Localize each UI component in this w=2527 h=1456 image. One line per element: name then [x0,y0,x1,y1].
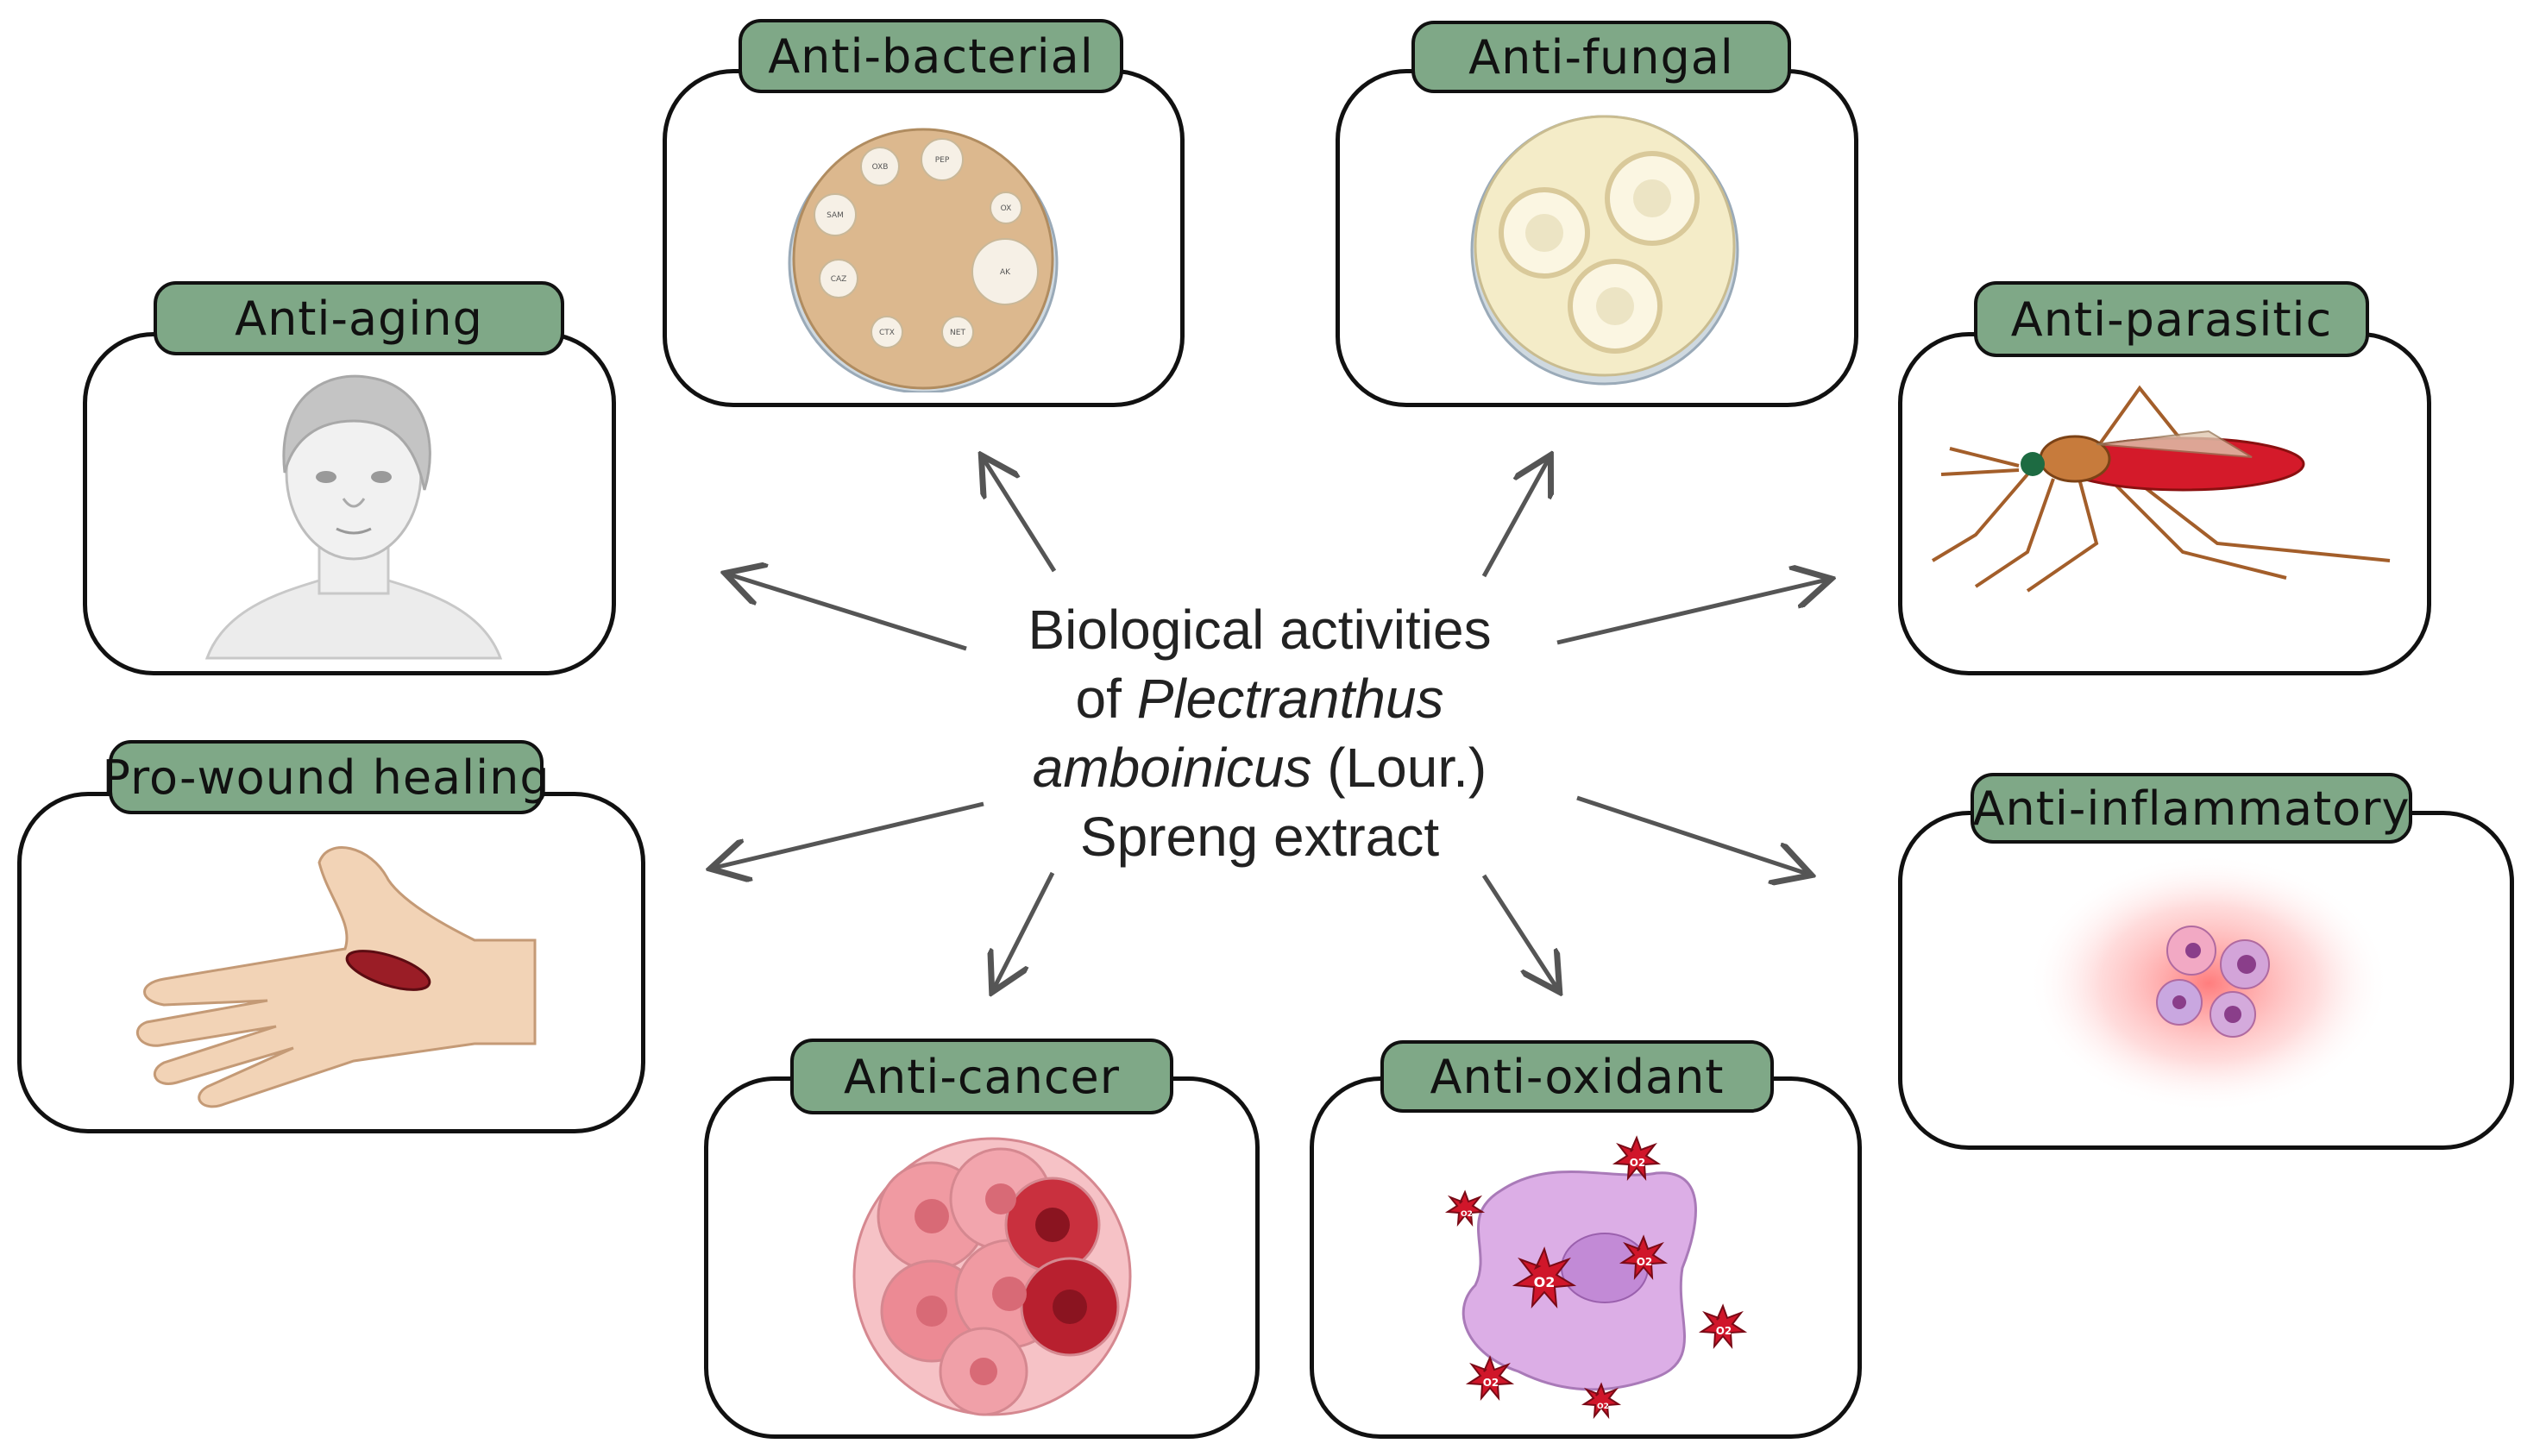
arrow-antifungal [1481,459,1549,578]
arrow-antioxidant [1481,874,1557,988]
arrow-wound [714,801,984,868]
dish-label-5: CAZ [831,275,847,284]
dish-label-7: CTX [879,329,895,337]
tag-antiaging: Anti-aging [154,281,564,355]
title-line-1: Biological activities [1028,599,1492,661]
ros-label-1: O2 [1534,1274,1556,1290]
dish-label-1: OXB [872,163,889,172]
dish-label-6: AK [1000,268,1011,277]
arrow-antiinflammatory [1576,795,1807,874]
arrow-antiparasitic [1556,580,1827,645]
ros-label-6: O2 [1483,1377,1499,1389]
title-line-3: amboinicus (Lour.) [958,733,1562,802]
tag-antifungal: Anti-fungal [1411,21,1791,93]
cancer-cells-illustration [852,1137,1132,1416]
ros-label-2: O2 [1637,1256,1653,1268]
title-author: (Lour.) [1311,737,1487,799]
tag-wound: Pro-wound healing [102,740,550,814]
dish-label-4: OX [1001,204,1012,213]
arrow-antiaging [729,574,967,651]
dish-label-3: SAM [827,211,844,220]
tag-antiparasitic: Anti-parasitic [1974,281,2369,357]
petri-dish-antibiotic-illustration: OXB PEP SAM OX CAZ AK CTX NET [788,128,1059,392]
elderly-face-illustration [204,374,503,660]
tag-antioxidant: Anti-oxidant [1380,1040,1774,1113]
tag-anticancer: Anti-cancer [790,1039,1173,1114]
title-of: of [1075,668,1137,730]
wounded-hand-illustration [135,846,537,1108]
dish-label-2: PEP [935,156,950,165]
fungal-petri-dish-illustration [1470,115,1739,386]
ros-label-4: O2 [1461,1210,1473,1219]
arrow-antibacterial [984,459,1057,573]
oxidative-stress-cell-illustration: O2 O2 O2 O2 O2 O2 O2 [1444,1135,1748,1420]
ros-label-3: O2 [1630,1157,1646,1169]
center-title: Biological activities of Plectranthus am… [958,595,1562,871]
ros-label-5: O2 [1716,1325,1732,1337]
title-genus: Plectranthus [1136,668,1444,730]
inflamed-cells-illustration [2027,854,2390,1113]
title-line-4: Spreng extract [1079,806,1440,868]
tag-antiinflammatory: Anti-inflammatory [1971,773,2412,844]
title-line-2: of Plectranthus [958,664,1562,733]
arrow-anticancer [994,871,1055,988]
tag-antibacterial: Anti-bacterial [739,19,1123,93]
mosquito-illustration [1931,385,2391,593]
title-species: amboinicus [1032,737,1312,799]
ros-label-7: O2 [1597,1403,1609,1411]
dish-label-8: NET [950,329,965,337]
